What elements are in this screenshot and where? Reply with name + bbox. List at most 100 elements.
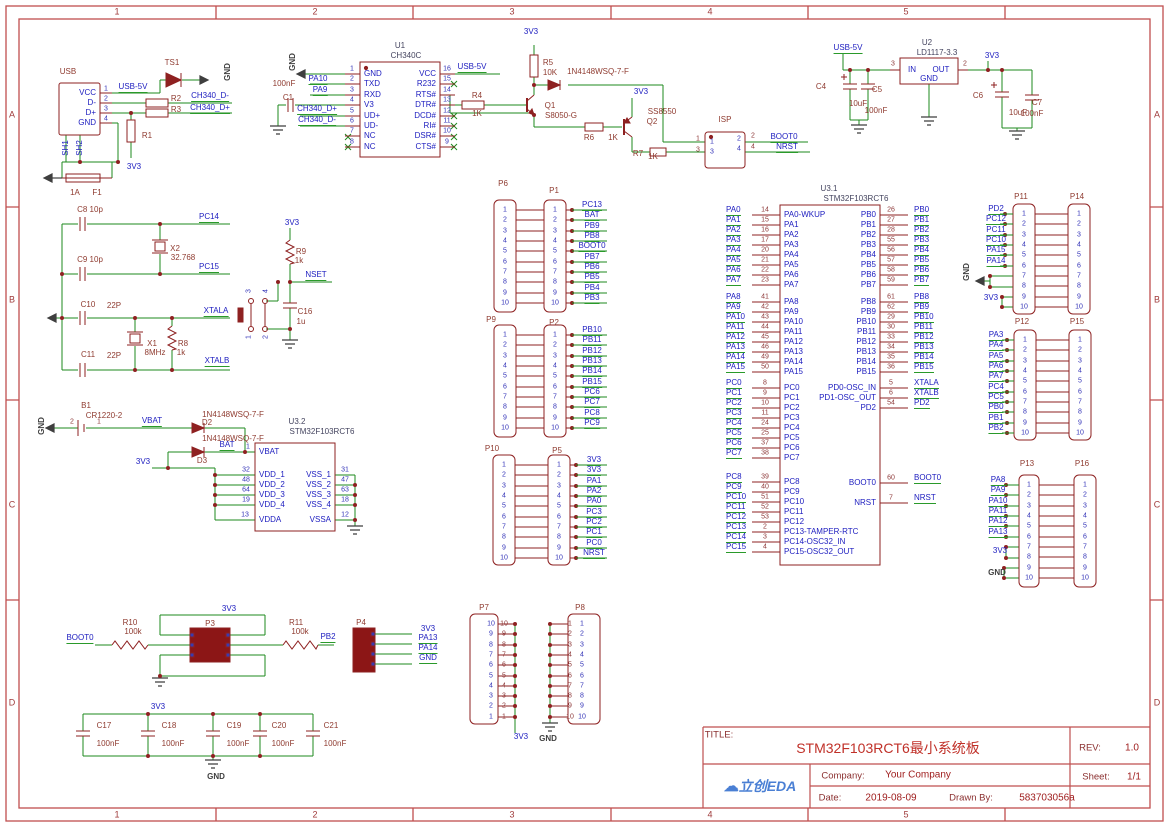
u1-names-left-GND: GND <box>364 69 382 78</box>
usb-pin-names-D-: D- <box>87 98 96 107</box>
u31-nets-pc8-PC15: PC15 <box>726 542 747 553</box>
u31-nums-pb0-28: 28 <box>887 226 895 234</box>
p12-nums-7: 7 <box>1023 398 1027 406</box>
easyeda-logo: ☁立创EDA <box>724 776 797 796</box>
u31-nets-pa0-PA5: PA5 <box>726 255 741 266</box>
p10-nums-2: 2 <box>502 471 506 479</box>
p13-nums-9: 9 <box>1027 564 1031 572</box>
frame-col-1: 1 <box>114 809 120 820</box>
u31-nums-pa8-43: 43 <box>761 313 769 321</box>
reset-button <box>237 298 268 332</box>
u31-names-pa8-PA9: PA9 <box>784 307 799 316</box>
p2-nums-6: 6 <box>553 383 557 391</box>
r5-resistor <box>529 54 539 78</box>
u31-nums-pc0-25: 25 <box>761 429 769 437</box>
u31-names-pb8-PB14: PB14 <box>856 357 876 366</box>
u32-vss-names-VSS_1: VSS_1 <box>306 470 331 479</box>
c5-cap <box>861 83 875 90</box>
p8-nums-in-3: 3 <box>580 641 584 649</box>
ref-label-100nF: 100nF <box>226 739 250 748</box>
u31-nums-pa0-15: 15 <box>761 216 769 224</box>
u1-names-right-DTR#: DTR# <box>415 100 436 110</box>
frame-row-D: D <box>1153 697 1161 708</box>
u32-vdd-names-VDD_4: VDD_4 <box>259 500 285 509</box>
u1-names-right-VCC: VCC <box>419 69 436 78</box>
u31-names-pb0-PB4: PB4 <box>860 250 876 259</box>
p2-nums-1: 1 <box>553 331 557 339</box>
p8-nums-in-4: 4 <box>580 651 584 659</box>
ref-label-100nF: 100nF <box>864 106 888 115</box>
ref-label-1K: 1K <box>472 109 482 118</box>
gnd-arrow-u1 <box>295 69 306 79</box>
p13-nets-PA11: PA11 <box>988 506 1008 518</box>
pin-label-2: 2 <box>963 60 967 68</box>
u31-names-pb0-PB3: PB3 <box>860 240 876 249</box>
drawn-by-value: 583703056a <box>1019 792 1075 804</box>
p2-nums-3: 3 <box>553 352 557 360</box>
ref-label-100nF: 100nF <box>1020 109 1044 118</box>
p14-body <box>1067 203 1091 315</box>
p1-nums-4: 4 <box>553 237 557 245</box>
u31-names-pc0-PC7: PC7 <box>784 453 800 462</box>
p10-nums-9: 9 <box>502 544 506 552</box>
ref-label-C19: C19 <box>226 721 242 730</box>
c11-cap <box>79 363 86 377</box>
pwr-label-3V3: 3V3 <box>284 218 300 227</box>
p9-nums-1: 1 <box>503 331 507 339</box>
net-label-CH340_D-: CH340_D- <box>298 115 336 126</box>
p9-nums-5: 5 <box>503 372 507 380</box>
u31-names-pc0-PC4: PC4 <box>784 423 800 432</box>
ref-label-SS8550: SS8550 <box>647 107 677 116</box>
u32-vss-nums-31: 31 <box>341 466 349 474</box>
x2-crystal <box>152 239 168 254</box>
p14-nums-10: 10 <box>1075 303 1083 311</box>
u31-nums-pa0-17: 17 <box>761 236 769 244</box>
pin-label-3: 3 <box>696 146 700 154</box>
u31-nums-pb8-61: 61 <box>887 293 895 301</box>
u31-nums-pc8-3: 3 <box>763 533 767 541</box>
net-label-XTALB: XTALB <box>914 388 939 399</box>
p5-nets-PC0: PC0 <box>586 537 602 549</box>
p15-nums-1: 1 <box>1078 336 1082 344</box>
u1-nums-left-3: 3 <box>350 86 354 94</box>
u31-nets-pb8-PB10: PB10 <box>914 312 934 323</box>
p1-nums-10: 10 <box>551 299 559 307</box>
pnm-label-PD0-OSC_IN: PD0-OSC_IN <box>827 383 876 392</box>
pinb-label-3: 3 <box>710 148 714 156</box>
p15-nums-6: 6 <box>1078 388 1082 396</box>
u1-nums-left-1: 1 <box>350 65 354 73</box>
ref-label-C7: C7 <box>1031 98 1043 107</box>
usb-pin-names-D+: D+ <box>85 108 96 117</box>
r11-resistor <box>282 640 319 650</box>
p12-nums-2: 2 <box>1023 346 1027 354</box>
gnd-u32 <box>347 525 363 535</box>
p16-nums-7: 7 <box>1083 543 1087 551</box>
p12-body <box>1013 329 1037 441</box>
u31-nets-pb0-PB1: PB1 <box>914 215 930 226</box>
p10-nums-7: 7 <box>502 523 506 531</box>
p5-nets-PC2: PC2 <box>586 517 602 529</box>
u31-nums-pb0-55: 55 <box>887 236 895 244</box>
p15-nums-2: 2 <box>1078 346 1082 354</box>
usb-pin-names-GND: GND <box>78 118 96 127</box>
u31-nets-pa0-PA2: PA2 <box>726 225 741 236</box>
u31-nums-pa8-46: 46 <box>761 343 769 351</box>
u31-nums-pb8-62: 62 <box>887 303 895 311</box>
p8-nums-out-3: 3 <box>568 641 572 649</box>
net-label-CH340_D-: CH340_D- <box>191 91 229 102</box>
pinb-label-12: 12 <box>341 511 349 519</box>
c18-cap <box>141 730 155 737</box>
u31-nums-pb8-33: 33 <box>887 333 895 341</box>
p11-nums-2: 2 <box>1022 220 1026 228</box>
p8-nums-out-6: 6 <box>568 672 572 679</box>
d2-diode <box>191 422 206 434</box>
ref-label-R5: R5 <box>542 58 554 67</box>
p5-nets-PA1: PA1 <box>586 475 602 487</box>
p12-nums-10: 10 <box>1021 429 1029 437</box>
u31-nums-pa0-20: 20 <box>761 246 769 254</box>
p16-nums-1: 1 <box>1083 481 1087 489</box>
p1-nums-8: 8 <box>553 278 557 286</box>
pin-label-6: 6 <box>889 389 893 397</box>
p13-nets-PA9: PA9 <box>990 485 1006 497</box>
p12-nets-PC5: PC5 <box>988 392 1004 404</box>
